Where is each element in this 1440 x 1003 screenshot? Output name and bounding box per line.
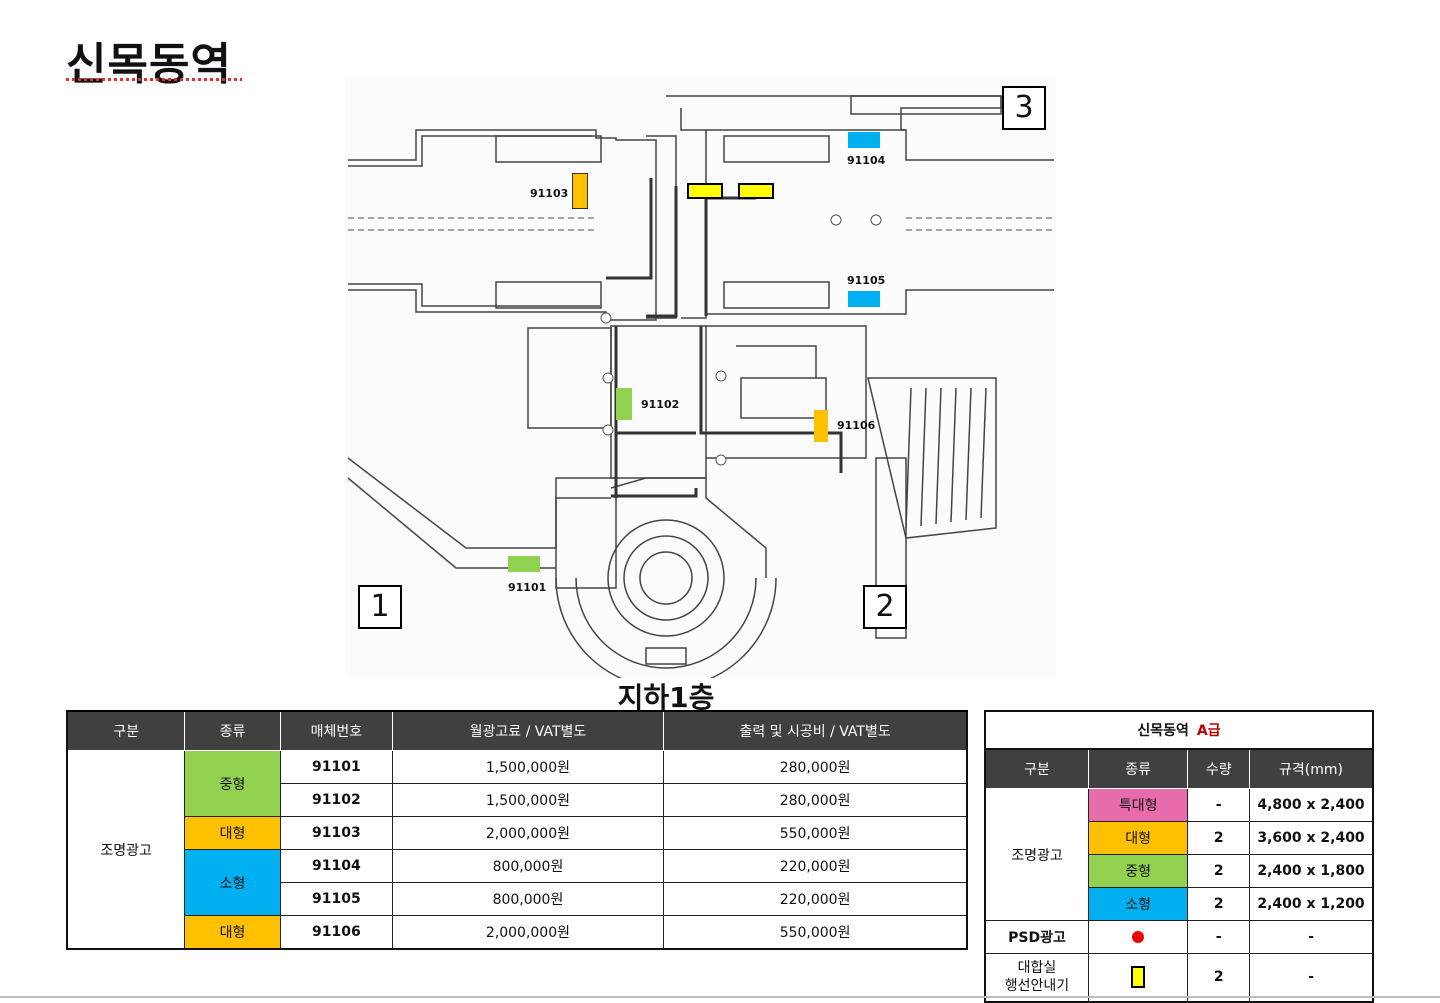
media-price-table: 구분 종류 매체번호 월광고료 / VAT별도 출력 및 시공비 / VAT별도… bbox=[66, 710, 968, 950]
table-header-row: 구분 종류 수량 규격(mm) bbox=[984, 748, 1374, 789]
media-number: 91102 bbox=[279, 783, 393, 817]
monthly-fee: 2,000,000원 bbox=[391, 816, 665, 850]
monthly-fee: 1,500,000원 bbox=[391, 783, 665, 817]
exit-1-label: 1 bbox=[358, 585, 402, 629]
type-cell-small: 소형 bbox=[184, 849, 281, 916]
page-bottom-border bbox=[0, 996, 1440, 998]
media-marker-91103 bbox=[572, 173, 588, 209]
table-header-row: 구분 종류 매체번호 월광고료 / VAT별도 출력 및 시공비 / VAT별도 bbox=[66, 710, 968, 751]
quantity-cell: 2 bbox=[1187, 953, 1251, 1002]
guide-marker bbox=[738, 183, 774, 199]
guide-board-icon bbox=[1131, 966, 1146, 989]
spellcheck-underline bbox=[66, 78, 242, 81]
type-cell-large: 대형 bbox=[184, 816, 281, 850]
media-label-91106: 91106 bbox=[837, 419, 876, 432]
exit-2-label: 2 bbox=[863, 585, 907, 629]
media-label-91105: 91105 bbox=[847, 274, 886, 287]
category-cell: PSD광고 bbox=[984, 920, 1089, 954]
header-production-cost: 출력 및 시공비 / VAT별도 bbox=[663, 710, 968, 751]
header-type: 종류 bbox=[184, 710, 281, 751]
quantity-cell: 2 bbox=[1187, 887, 1251, 921]
monthly-fee: 800,000원 bbox=[391, 882, 665, 916]
media-number: 91103 bbox=[279, 816, 393, 850]
page-title: 신목동역 bbox=[66, 39, 232, 90]
type-cell-large: 대형 bbox=[184, 915, 281, 950]
type-cell-medium: 중형 bbox=[184, 750, 281, 817]
production-cost: 220,000원 bbox=[663, 882, 968, 916]
media-label-91103: 91103 bbox=[530, 187, 569, 200]
category-cell: 조명광고 bbox=[984, 788, 1089, 921]
station-summary-table: 신목동역 A급 구분 종류 수량 규격(mm) 조명광고 특대형 - 4,800 … bbox=[984, 710, 1374, 1003]
red-dot-icon bbox=[1132, 931, 1145, 943]
media-label-91102: 91102 bbox=[641, 398, 680, 411]
spec-cell: 4,800 x 2,400 bbox=[1249, 788, 1374, 822]
header-quantity: 수량 bbox=[1187, 748, 1251, 789]
table-row: 대형 91103 2,000,000원 550,000원 bbox=[67, 816, 968, 850]
spec-cell: 2,400 x 1,800 bbox=[1249, 854, 1374, 888]
spec-cell: 2,400 x 1,200 bbox=[1249, 887, 1374, 921]
quantity-cell: 2 bbox=[1187, 854, 1251, 888]
type-cell-extra-large: 특대형 bbox=[1087, 788, 1189, 822]
spec-cell: 3,600 x 2,400 bbox=[1249, 821, 1374, 855]
table-row: 대형 91106 2,000,000원 550,000원 bbox=[67, 915, 968, 950]
category-cell: 조명광고 bbox=[66, 750, 186, 950]
header-monthly-fee: 월광고료 / VAT별도 bbox=[391, 710, 665, 751]
quantity-cell: - bbox=[1187, 920, 1251, 954]
header-category: 구분 bbox=[984, 748, 1089, 789]
table-row: 소형 91104 800,000원 220,000원 bbox=[67, 849, 968, 916]
category-line-1: 대합실 bbox=[1017, 960, 1057, 977]
production-cost: 550,000원 bbox=[663, 915, 968, 950]
table-row: 91105 800,000원 220,000원 bbox=[67, 882, 968, 916]
monthly-fee: 1,500,000원 bbox=[391, 750, 665, 784]
type-cell-medium: 중형 bbox=[1087, 854, 1189, 888]
media-label-91101: 91101 bbox=[508, 581, 547, 594]
table-row: 조명광고 중형 91101 1,500,000원 280,000원 bbox=[66, 750, 968, 950]
media-label-91104: 91104 bbox=[847, 154, 886, 167]
psd-icon-cell bbox=[1087, 920, 1189, 954]
media-marker-91102 bbox=[616, 388, 632, 420]
media-number: 91106 bbox=[279, 915, 393, 950]
type-cell-large: 대형 bbox=[1087, 821, 1189, 855]
quantity-cell: 2 bbox=[1187, 821, 1251, 855]
floor-label: 지하1층 bbox=[617, 681, 715, 714]
quantity-cell: - bbox=[1187, 788, 1251, 822]
header-media-number: 매체번호 bbox=[279, 710, 393, 751]
guide-icon-cell bbox=[1087, 953, 1189, 1002]
media-marker-91104 bbox=[848, 132, 880, 148]
floor-plan: 91103 91104 91105 91102 91106 91101 1 2 … bbox=[346, 78, 1056, 678]
production-cost: 220,000원 bbox=[663, 849, 968, 883]
spec-cell: - bbox=[1249, 953, 1374, 1002]
media-number: 91105 bbox=[279, 882, 393, 916]
production-cost: 280,000원 bbox=[663, 750, 968, 784]
table-row: 조명광고 특대형 - 4,800 x 2,400 bbox=[984, 788, 1374, 921]
category-cell: 대합실 행선안내기 bbox=[984, 953, 1089, 1002]
media-marker-91106 bbox=[814, 410, 828, 442]
monthly-fee: 2,000,000원 bbox=[391, 915, 665, 950]
station-row: 신목동역 A급 bbox=[984, 710, 1374, 750]
media-number: 91101 bbox=[279, 750, 393, 784]
spec-cell: - bbox=[1249, 920, 1374, 954]
floor-plan-drawing bbox=[347, 95, 1054, 678]
header-category: 구분 bbox=[66, 710, 186, 751]
media-number: 91104 bbox=[279, 849, 393, 883]
table-row: PSD광고 - - bbox=[984, 920, 1374, 954]
media-marker-91105 bbox=[848, 291, 880, 307]
station-grade: A급 bbox=[1196, 723, 1221, 739]
guide-marker bbox=[687, 183, 723, 199]
exit-3-label: 3 bbox=[1002, 86, 1046, 130]
production-cost: 280,000원 bbox=[663, 783, 968, 817]
production-cost: 550,000원 bbox=[663, 816, 968, 850]
table-row: 대합실 행선안내기 2 - bbox=[984, 953, 1374, 1002]
category-line-2: 행선안내기 bbox=[1004, 978, 1070, 995]
station-name: 신목동역 bbox=[1137, 723, 1189, 739]
type-cell-small: 소형 bbox=[1087, 887, 1189, 921]
table-row: 대형 2 3,600 x 2,400 bbox=[985, 821, 1374, 855]
header-type: 종류 bbox=[1087, 748, 1189, 789]
header-spec: 규격(mm) bbox=[1249, 748, 1374, 789]
station-name-cell: 신목동역 A급 bbox=[984, 710, 1374, 750]
monthly-fee: 800,000원 bbox=[391, 849, 665, 883]
media-marker-91101 bbox=[508, 556, 540, 572]
